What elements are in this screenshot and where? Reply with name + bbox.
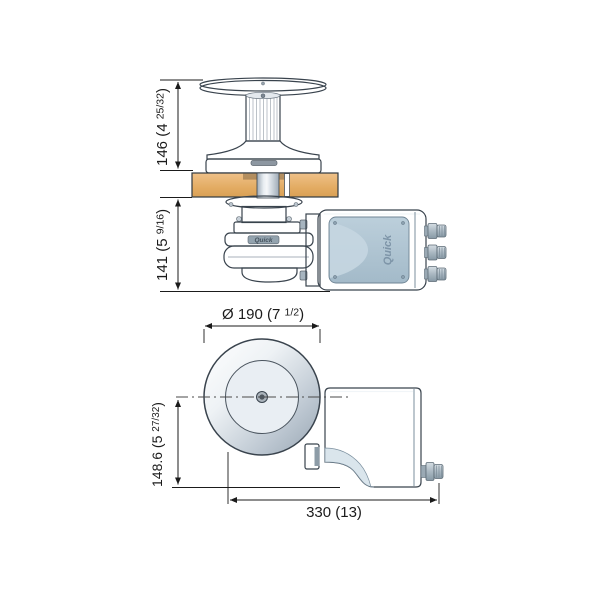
- dim-label-330: 330 (13): [306, 504, 362, 521]
- gearbox-bottom-cap: [241, 267, 298, 283]
- deck-cut-slot: [284, 173, 290, 197]
- chain-slot: [250, 160, 278, 166]
- neck-bolt-left: [236, 216, 242, 222]
- flange-center-dot: [261, 81, 265, 86]
- dim-label-146: 146 (4 25/32): [154, 88, 171, 166]
- cable-gland-plan: [420, 462, 444, 481]
- motor-mount-bolt-top: [299, 219, 308, 230]
- deck-plank: [191, 172, 339, 199]
- gearbox-label: Quick: [254, 237, 272, 244]
- dim-height-above-deck: 146 (4 25/32): [154, 79, 203, 171]
- gearbox-label-plate: [247, 235, 280, 245]
- dim-drum-diameter: Ø 190 (7 1/2): [203, 306, 321, 343]
- side-view: Quick Quick: [154, 77, 447, 292]
- motor-brand-logo: Quick: [382, 234, 394, 265]
- dim-label-141: 141 (5 9/16): [154, 209, 171, 281]
- gearbox: Quick: [223, 195, 314, 283]
- drum-flare-cone: [206, 140, 320, 160]
- capstan-drum: [199, 77, 327, 174]
- cable-gland-2: [424, 244, 447, 261]
- cable-gland-3: [424, 266, 447, 282]
- flange-bolt-left: [228, 202, 234, 207]
- motor-plan-body: [324, 387, 422, 488]
- flange-bolt-right: [293, 202, 299, 207]
- cable-gland-1: [424, 223, 447, 239]
- gearbox-neck: [241, 205, 287, 224]
- dim-height-below-deck: 141 (5 9/16): [154, 197, 330, 292]
- underdeck-flange: [225, 195, 303, 209]
- neck-bolt-right: [286, 216, 292, 222]
- motor-plan-step-highlight: [324, 447, 375, 488]
- motor-mount-flange: [305, 213, 321, 287]
- dim-overall-length: 330 (13): [227, 452, 440, 521]
- center-bolt-core: [259, 394, 265, 400]
- motor-panel-screws: [333, 221, 405, 279]
- drum-barrel: [245, 94, 281, 142]
- motor-housing-plan: [324, 387, 444, 488]
- drum-top-flange: [199, 77, 327, 92]
- gearbox-top-flange: [233, 221, 301, 234]
- plan-view: Ø 190 (7 1/2) 148.6 (5 27/32) 330 (13): [149, 306, 444, 521]
- motor-housing-side: Quick: [299, 209, 447, 291]
- main-shaft: [256, 172, 280, 199]
- motor-bracket-shadow: [314, 447, 320, 466]
- drum-plan: [203, 338, 321, 456]
- dim-label-diameter: Ø 190 (7 1/2): [222, 306, 304, 323]
- motor-panel-gloss: [330, 222, 368, 278]
- dim-label-148: 148.6 (5 27/32): [149, 402, 165, 487]
- motor-mount-bolt-bottom: [299, 270, 308, 281]
- dim-offset-height: 148.6 (5 27/32): [149, 400, 340, 488]
- drum-ribs: [249, 97, 278, 140]
- drum-shaft-dot: [260, 93, 266, 99]
